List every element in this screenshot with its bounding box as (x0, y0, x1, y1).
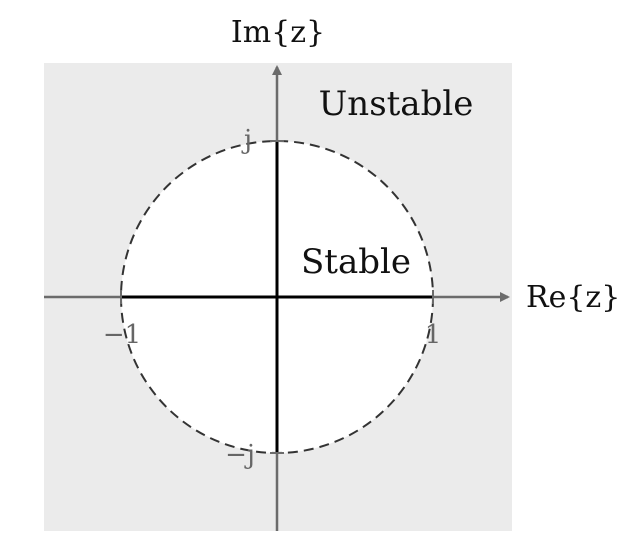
tick-label-neg-1: −1 (103, 320, 141, 350)
tick-label-1: 1 (425, 320, 442, 350)
real-axis-label: Re{z} (526, 280, 620, 315)
tick-label-j: j (241, 125, 252, 155)
stable-label: Stable (301, 242, 411, 282)
unstable-label: Unstable (319, 84, 474, 124)
imaginary-axis-label: Im{z} (231, 15, 325, 50)
tick-label-neg-j: −j (225, 440, 255, 470)
